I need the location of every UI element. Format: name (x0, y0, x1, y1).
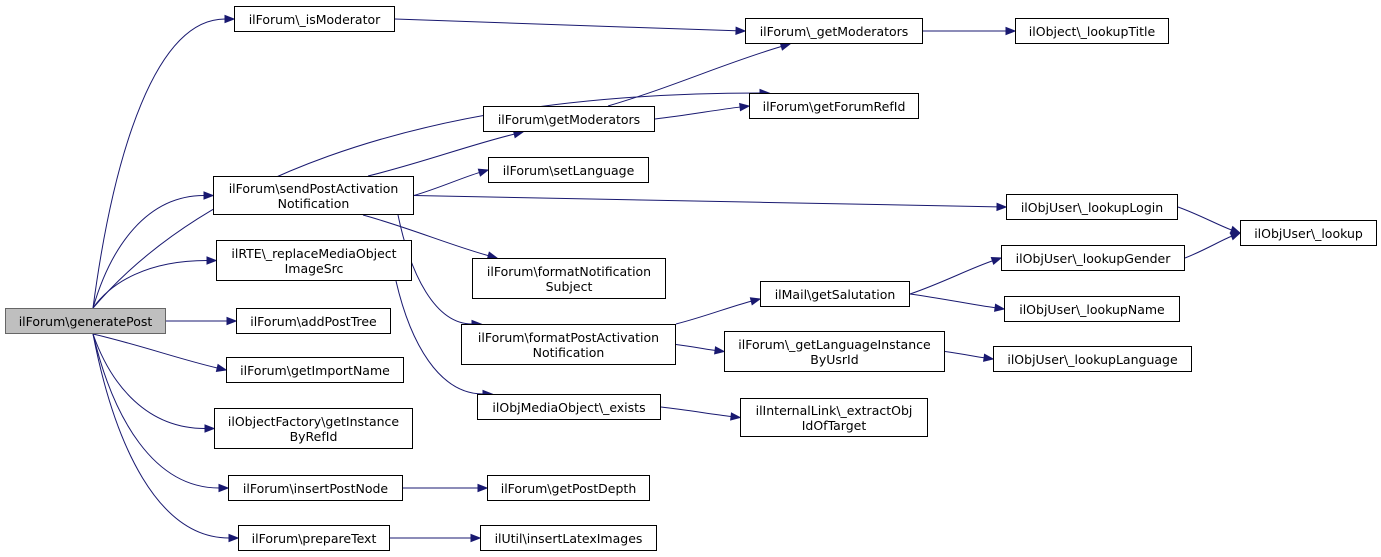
arrowhead-formatPostActivation-to-getSalutation (749, 297, 762, 306)
edge-getLangInstance-to-lookupLanguage (944, 351, 985, 359)
arrowhead-generatePost-to-isModerator (224, 14, 236, 24)
edge-generatePost-to-replaceMedia (92, 260, 208, 309)
edge-generatePost-to-sendPostActivation (92, 195, 205, 309)
arrowhead-generatePost-to-sendPostActivation (203, 191, 215, 200)
edge-getModerators-to-getModerators_ (607, 46, 782, 107)
arrowhead-sendPostActivation-to-setLanguage (477, 168, 490, 177)
edge-generatePost-to-isModerator (92, 18, 226, 309)
node-media-object-exists[interactable]: ilObjMediaObject\_exists (477, 394, 661, 420)
arrowhead-getSalutation-to-lookupGender (990, 257, 1003, 266)
node-get-language-instance-by-usr-id[interactable]: ilForum\_getLanguageInstance ByUsrId (724, 331, 945, 372)
node-replace-media-object-image-src[interactable]: ilRTE\_replaceMediaObject ImageSrc (216, 240, 412, 281)
node-insert-post-node[interactable]: ilForum\insertPostNode (228, 475, 403, 501)
node-static-get-moderators[interactable]: ilForum\_getModerators (745, 18, 923, 44)
edge-sendPostActivation-to-getModerators (367, 133, 515, 177)
arrowhead-getModerators-to-getModerators_ (779, 42, 792, 51)
node-get-moderators[interactable]: ilForum\getModerators (483, 106, 655, 132)
arrowhead-getLangInstance-to-lookupLanguage (983, 353, 995, 362)
edge-generatePost-to-getForumRefId (92, 92, 761, 309)
arrowhead-getModerators-to-getForumRefId (739, 102, 751, 112)
arrowhead-generatePost-to-getInstanceByRefId (204, 424, 216, 433)
arrowhead-getSalutation-to-lookupName (994, 303, 1006, 312)
edge-getSalutation-to-lookupGender (909, 260, 993, 295)
edge-generatePost-to-insertPostNode (92, 333, 220, 489)
node-is-moderator[interactable]: ilForum\_isModerator (234, 6, 395, 32)
node-set-language[interactable]: ilForum\setLanguage (488, 157, 649, 183)
edge-sendPostActivation-to-formatNotifSubject (362, 214, 489, 257)
node-lookup-title[interactable]: ilObject\_lookupTitle (1015, 18, 1169, 44)
edge-generatePost-to-getImportName (92, 333, 218, 369)
edge-formatPostActivation-to-getSalutation (675, 300, 752, 325)
node-prepare-text[interactable]: ilForum\prepareText (238, 525, 390, 551)
edge-mediaExists-to-extractObj (660, 406, 732, 417)
edge-getSalutation-to-lookupName (909, 293, 996, 309)
arrowhead-mediaExists-to-extractObj (730, 412, 742, 421)
arrowhead-generatePost-to-insertPostNode (218, 483, 230, 493)
node-lookup-name[interactable]: ilObjUser\_lookupName (1004, 296, 1180, 322)
arrowhead-generatePost-to-replaceMedia (206, 256, 218, 265)
arrowhead-generatePost-to-prepareText (228, 533, 240, 543)
arrowhead-lookupLogin-to-lookup (1229, 225, 1242, 234)
arrowhead-isModerator-to-getModerators_ (735, 26, 747, 35)
edge-formatPostActivation-to-getLangInstance (675, 344, 716, 351)
arrowhead-lookupGender-to-lookup (1229, 232, 1242, 241)
edge-getModerators-to-getForumRefId (654, 106, 741, 120)
edge-sendPostActivation-to-formatPostActivation (397, 214, 473, 325)
edge-sendPostActivation-to-lookupLogin (413, 195, 998, 208)
edge-lookupGender-to-lookup (1184, 235, 1232, 259)
node-generate-post[interactable]: ilForum\generatePost (5, 308, 166, 334)
node-lookup[interactable]: ilObjUser\_lookup (1240, 220, 1377, 246)
node-lookup-gender[interactable]: ilObjUser\_lookupGender (1001, 245, 1185, 271)
edge-generatePost-to-prepareText (92, 333, 230, 539)
arrowhead-generatePost-to-getImportName (215, 363, 228, 372)
arrowhead-sendPostActivation-to-lookupLogin (996, 202, 1008, 212)
arrowhead-prepareText-to-insertLatex (470, 533, 482, 543)
edge-lookupLogin-to-lookup (1177, 206, 1232, 231)
arrowhead-insertPostNode-to-getPostDepth (477, 483, 489, 493)
node-format-post-activation-notification[interactable]: ilForum\formatPostActivation Notificatio… (461, 324, 676, 365)
node-send-post-activation-notification[interactable]: ilForum\sendPostActivation Notification (213, 176, 414, 215)
arrowhead-formatPostActivation-to-getLangInstance (714, 346, 726, 355)
node-lookup-language[interactable]: ilObjUser\_lookupLanguage (993, 346, 1192, 372)
node-get-forum-ref-id[interactable]: ilForum\getForumRefId (749, 93, 919, 119)
edge-generatePost-to-getInstanceByRefId (92, 333, 206, 429)
edge-replaceMedia-to-mediaExists (395, 280, 484, 395)
node-insert-latex-images[interactable]: ilUtil\insertLatexImages (480, 525, 657, 551)
node-get-post-depth[interactable]: ilForum\getPostDepth (487, 475, 650, 501)
node-extract-obj-id-of-target[interactable]: ilInternalLink\_extractObj IdOfTarget (740, 398, 928, 437)
node-get-instance-by-ref-id[interactable]: ilObjectFactory\getInstance ByRefId (214, 408, 413, 449)
edge-isModerator-to-getModerators_ (394, 18, 737, 32)
node-format-notification-subject[interactable]: ilForum\formatNotification Subject (472, 258, 666, 299)
arrowhead-getModerators_-to-lookupTitle (1005, 26, 1017, 36)
node-lookup-login[interactable]: ilObjUser\_lookupLogin (1006, 194, 1178, 220)
node-get-import-name[interactable]: ilForum\getImportName (226, 357, 404, 383)
edge-sendPostActivation-to-setLanguage (413, 172, 480, 196)
arrowhead-generatePost-to-addPostTree (226, 316, 238, 326)
node-get-salutation[interactable]: ilMail\getSalutation (760, 281, 910, 307)
node-add-post-tree[interactable]: ilForum\addPostTree (236, 308, 391, 334)
